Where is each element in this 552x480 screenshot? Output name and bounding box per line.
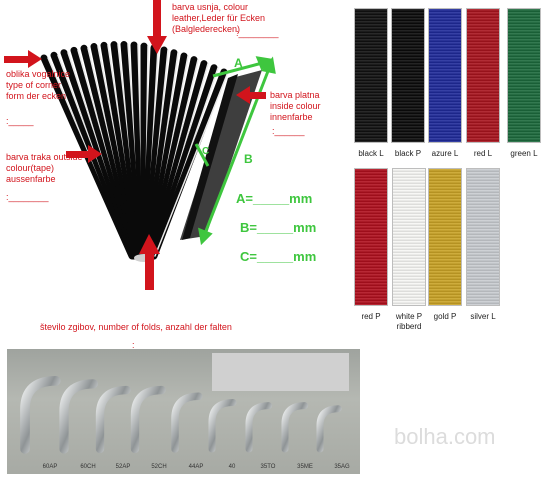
dim-b-head-top [261,56,276,74]
bellows-fold [150,68,228,260]
corner-shape-blank: :_____ [6,116,34,126]
corner-shape-label: oblika vogalnice type of corner form der… [6,69,71,101]
corner-piece [316,405,342,453]
dim-b-equation: B=_____mm [240,220,317,235]
outside-colour-label: barva traka outside colour(tape) aussenf… [6,152,83,184]
corner-piece [95,385,131,454]
dim-a-letter: A [234,56,243,70]
corner-code-label: 52CH [151,464,167,470]
watermark: bolha.com [394,424,496,449]
folds-label: število zgibov, number of folds, anzahl … [40,322,232,332]
colour-swatch [354,168,388,306]
colour-swatch [391,8,425,143]
dim-c-equation: C=_____mm [240,249,317,264]
corner-code-label: 40 [228,464,236,470]
colour-swatch-label: azure L [431,149,459,158]
colour-swatch-label: white P ribberd [395,312,423,331]
colour-swatch [354,8,388,143]
inside-colour-label: barva platna inside colour innenfarbe [270,90,321,122]
corner-code-label: 60CH [80,464,96,470]
colour-swatch-label: green L [510,149,538,158]
colour-swatch [392,168,426,306]
dim-a-line [212,60,267,78]
corner-code-label: 52AP [115,464,131,470]
corner-piece [59,379,99,454]
corner-piece [281,402,309,453]
red-arrows [4,0,266,290]
corner-code-label: 44AP [188,464,204,470]
colour-swatch-label: red P [361,312,381,321]
corner-piece [208,399,237,453]
corner-code-label: 35ME [297,464,313,470]
leather-colour-label: barva usnja, colour leather,Leder für Ec… [172,2,266,34]
bellows-folds [40,41,229,260]
dim-c-letter: C [202,146,210,157]
corner-photo [7,349,360,474]
dim-c-line [194,143,210,167]
colour-swatch [466,168,500,306]
dim-b-letter: B [244,152,253,166]
grey-placeholder-box [212,353,349,391]
bellows-illustration [4,0,276,290]
colour-swatch-label: gold P [433,312,457,321]
colour-swatch [428,168,462,306]
corner-piece [245,402,273,453]
corner-code-label: 60AP [42,464,58,470]
corner-piece [171,392,203,453]
bellows-fold-edge [154,71,229,257]
colour-swatch-label: red L [473,149,493,158]
corner-code-label: 35TO [260,464,276,470]
corner-code-label: 35AG [334,464,350,470]
colour-swatch-label: black L [358,149,384,158]
inside-colour-blank: :______ [272,126,305,136]
outside-colour-blank: :________ [6,192,49,202]
colour-swatch [428,8,462,143]
colour-swatch-label: black P [394,149,422,158]
leather-colour-blank: :________ [236,28,279,38]
dim-a-equation: A=_____mm [236,191,313,206]
corner-piece [130,385,166,454]
folds-blank: :______ [132,340,165,350]
dim-a-head [255,56,274,71]
corner-piece [20,375,61,454]
dim-b-head-bottom [198,227,213,246]
bellows-end-frame [182,74,238,240]
colour-swatch [507,8,541,143]
colour-swatch [466,8,500,143]
corner-pieces [20,375,342,454]
colour-swatch-label: silver L [470,312,496,321]
